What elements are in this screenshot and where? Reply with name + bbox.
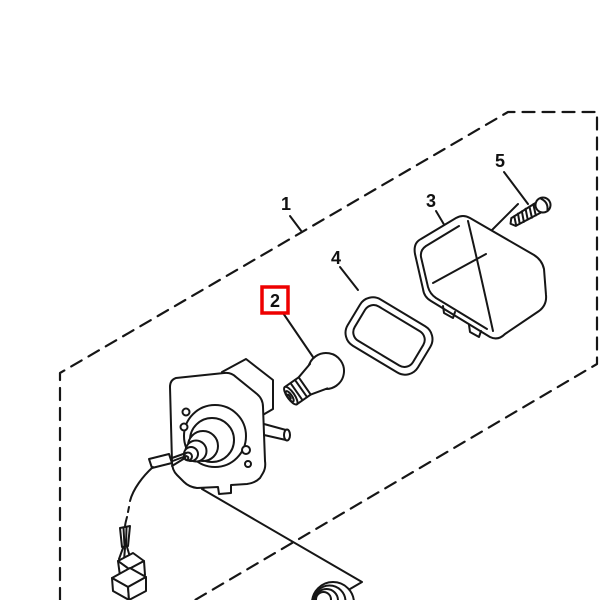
socket-plate-assembly (169, 358, 291, 495)
housing-lip-inner (419, 225, 488, 330)
leader-part-4 (339, 266, 359, 291)
housing-lip-tabs (442, 305, 482, 338)
socket-wires (169, 452, 187, 467)
housing-fold-edge (467, 220, 494, 332)
assembly-boundary-dashed (58, 110, 599, 600)
grommet (311, 581, 355, 600)
housing-interior-edge (432, 253, 487, 284)
highlight-box (260, 285, 290, 315)
bulb-socket (183, 404, 247, 468)
leader-part-5 (503, 171, 529, 205)
wire-lead (124, 466, 154, 528)
wiring-harness (111, 452, 187, 600)
bulb-base-rings (289, 376, 312, 401)
part-label-2-highlighted: 2 (270, 291, 280, 311)
plate-holes (179, 407, 252, 468)
wire-sleeve (148, 453, 173, 469)
gasket (344, 296, 434, 376)
leader-part-2 (282, 312, 314, 358)
bulb (283, 352, 345, 406)
part-label-5: 5 (495, 151, 505, 171)
callouts: 1 2 3 4 5 (260, 151, 505, 315)
connector-lower (111, 567, 147, 600)
screw (509, 196, 552, 227)
part-label-3: 3 (426, 191, 436, 211)
part-label-1: 1 (281, 194, 291, 214)
part-label-4: 4 (331, 248, 341, 268)
screw-threads (513, 203, 537, 227)
bulb-contact-tip (286, 393, 292, 401)
lens-housing (413, 215, 548, 340)
mounting-stud (263, 423, 291, 442)
leader-part-1 (289, 215, 303, 233)
